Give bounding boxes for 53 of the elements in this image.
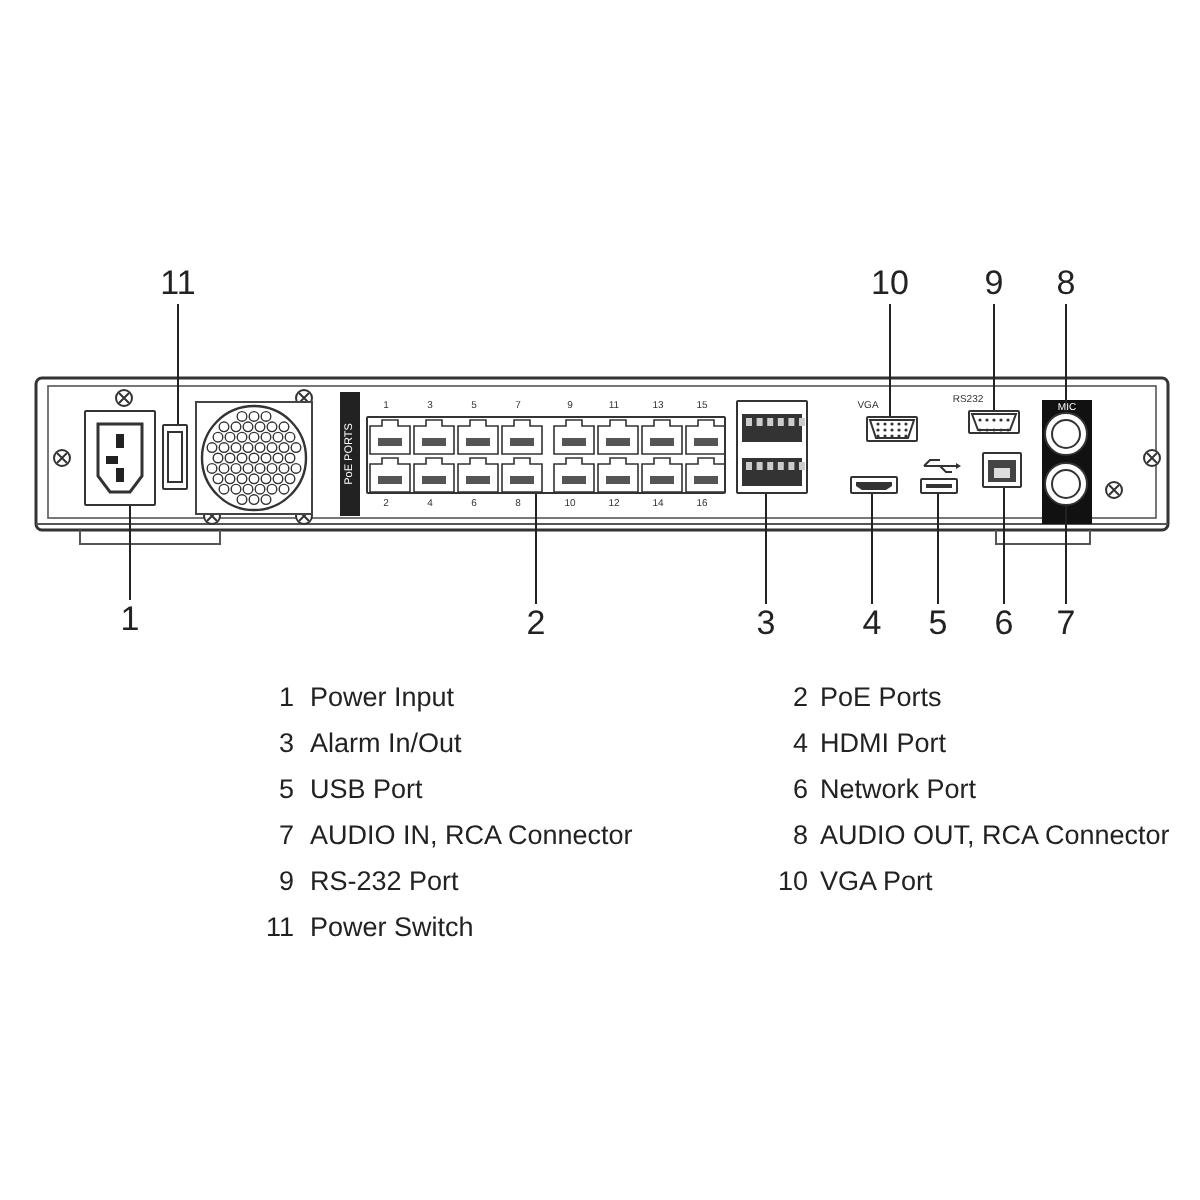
legend-number: 6 <box>790 774 808 806</box>
callout-number: 3 <box>746 604 786 644</box>
legend-text: Power Switch <box>310 912 476 944</box>
leader-line <box>535 493 537 605</box>
leader-line <box>937 493 939 605</box>
power-inlet <box>84 410 156 506</box>
legend-text: PoE Ports <box>820 682 944 714</box>
leader-line <box>1003 487 1005 605</box>
legend-text: RS-232 Port <box>310 866 461 898</box>
alarm-terminal-block <box>736 400 808 494</box>
callout-number: 5 <box>918 604 958 644</box>
legend-number: 5 <box>276 774 294 806</box>
callout-number: 9 <box>974 264 1014 304</box>
callout-number: 6 <box>984 604 1024 644</box>
leader-line <box>129 505 131 601</box>
callout-number: 10 <box>870 264 910 304</box>
rs232-connector <box>968 410 1020 434</box>
callout-number: 2 <box>516 604 556 644</box>
leader-line <box>177 303 179 425</box>
poe-ports <box>366 416 726 494</box>
network-port <box>982 452 1022 488</box>
usb-port <box>920 478 958 494</box>
legend-number: 7 <box>276 820 294 852</box>
legend-number: 4 <box>790 728 808 760</box>
legend-text: VGA Port <box>820 866 935 898</box>
power-switch <box>162 424 188 490</box>
vga-connector <box>866 416 918 442</box>
callout-number: 4 <box>852 604 892 644</box>
legend-text: HDMI Port <box>820 728 949 760</box>
legend-text: AUDIO IN, RCA Connector <box>310 820 635 852</box>
legend-text: Power Input <box>310 682 457 714</box>
callout-number: 7 <box>1046 604 1086 644</box>
legend-text: Alarm In/Out <box>310 728 464 760</box>
callout-number: 8 <box>1046 264 1086 304</box>
leader-line <box>993 303 995 411</box>
legend-number: 2 <box>790 682 808 714</box>
leader-line <box>871 493 873 605</box>
legend-text: Network Port <box>820 774 979 806</box>
leader-line <box>1065 505 1067 605</box>
legend-number: 8 <box>790 820 808 852</box>
legend-number: 3 <box>276 728 294 760</box>
legend-text: AUDIO OUT, RCA Connector <box>820 820 1172 852</box>
leader-line <box>889 303 891 417</box>
legend-number: 11 <box>263 912 294 944</box>
hdmi-port <box>850 476 898 494</box>
callout-number: 11 <box>158 264 198 304</box>
legend-number: 1 <box>276 682 294 714</box>
leader-line <box>765 493 767 605</box>
legend-text: USB Port <box>310 774 425 806</box>
legend-number: 9 <box>276 866 294 898</box>
leader-line <box>1065 303 1067 413</box>
legend-number: 10 <box>775 866 808 898</box>
callout-number: 1 <box>110 600 150 640</box>
